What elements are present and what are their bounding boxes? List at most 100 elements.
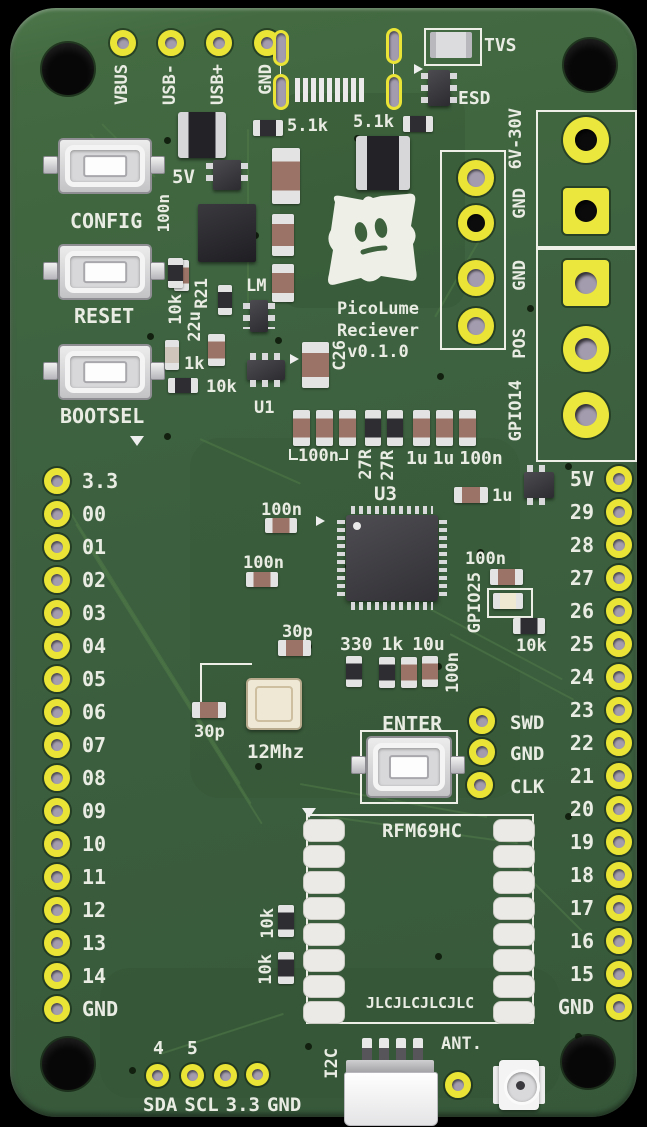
resistor-5k1 — [253, 120, 283, 136]
pin-label: 24 — [569, 664, 594, 689]
c10u-label: 10u — [412, 634, 445, 655]
usb-mount-pad — [386, 28, 402, 64]
c30p-top-cap — [278, 640, 311, 656]
r10k-led-label: 10k — [516, 636, 547, 656]
fab-text: JLCJLCJLCJLC — [365, 994, 475, 1012]
pcb-board: VBUS USB- USB+ GND TVS ESD 5.1k 5.1 — [10, 8, 637, 1126]
c22u — [208, 334, 225, 366]
usb-minus-hole — [157, 30, 184, 56]
pin-label: 03 — [82, 600, 107, 625]
i2c-label: I2C — [322, 1048, 342, 1079]
bootsel-switch — [58, 344, 152, 400]
r10k-label: 10k — [166, 294, 186, 325]
crystal-12mhz — [246, 678, 302, 730]
pin-label: 22 — [569, 730, 594, 755]
v33-label: 3.3 — [225, 1094, 260, 1116]
lm-label: LM — [246, 276, 267, 296]
tvs-outline — [424, 28, 482, 66]
pin-label: 10 — [82, 831, 107, 856]
usb-mount-pad — [273, 74, 289, 110]
lm-chip — [243, 300, 275, 332]
scl-label: SCL — [184, 1094, 219, 1116]
r10k-rfm-a — [278, 905, 294, 937]
gnd1-label: GND — [510, 188, 530, 219]
c22u-label: 22u — [185, 311, 205, 342]
scl-hole — [181, 1064, 204, 1087]
c100n-row-label-wrap: 100n — [289, 446, 348, 466]
c100n-led-label: 100n — [465, 549, 506, 569]
pin-label: 20 — [569, 796, 594, 821]
mascot-icon — [328, 193, 417, 285]
pin4-label: 4 — [153, 1038, 164, 1059]
pin-label: 13 — [82, 930, 107, 955]
led-outline — [487, 588, 533, 618]
u1-label: U1 — [254, 398, 275, 418]
c100n-row-label: 100n — [298, 446, 339, 466]
usb-mount-pad — [273, 30, 289, 66]
inductor — [178, 112, 226, 158]
c1ub-label: 1u — [432, 448, 455, 469]
buck-regulator-ic — [198, 204, 256, 262]
u3-qfp-chip — [337, 506, 447, 610]
pin-label: 12 — [82, 897, 107, 922]
c100na — [265, 518, 297, 533]
pin-label: 26 — [569, 598, 594, 623]
bulk-cap — [272, 148, 300, 204]
config-switch — [58, 138, 152, 194]
clk-hole — [467, 772, 493, 798]
pos-pad — [563, 326, 609, 372]
right-pin-header: 5V 29 28 27 26 25 24 23 22 21 20 19 18 1… — [530, 462, 632, 1023]
row-labels: 1u 1u 100n — [406, 448, 503, 469]
gnd-i2c-hole — [246, 1063, 269, 1086]
pin5-label: 5 — [187, 1038, 198, 1059]
bootsel-label: BOOTSEL — [60, 404, 145, 428]
vin-pad — [563, 117, 609, 163]
esd-label: ESD — [458, 88, 491, 109]
xtal-row-labels: 330 1k 10u — [340, 634, 445, 655]
c30p-left-cap — [192, 702, 226, 718]
r1kb-label: 1k — [381, 634, 404, 655]
gnd-pad-2 — [563, 260, 609, 306]
aux-connector-outline — [440, 150, 506, 350]
c100n-label: 100n — [154, 194, 173, 233]
c1u-cap — [454, 487, 488, 503]
c100nb-label: 100n — [459, 448, 503, 469]
pin-label: 16 — [569, 928, 594, 953]
logo-version: v0.1.0 — [347, 342, 409, 362]
left-pin-header: 3.3 00 01 02 03 04 05 06 07 08 09 10 11 … — [44, 464, 118, 1025]
rfm-pads-left — [304, 820, 344, 1028]
clk-label: CLK — [510, 776, 545, 798]
usb-mount-pad — [386, 74, 402, 110]
pin1-marker — [414, 64, 423, 74]
ufl-connector — [493, 1060, 545, 1110]
esd-chip — [421, 70, 457, 106]
sot-5v — [524, 465, 554, 505]
pin-label: 23 — [569, 697, 594, 722]
pin1-marker — [290, 354, 299, 364]
gpio25-label: GPIO25 — [465, 572, 485, 634]
c10u — [401, 657, 417, 688]
c100na-label: 100n — [261, 500, 302, 520]
config-label: CONFIG — [70, 209, 143, 233]
c100n-xtal-label: 100n — [443, 652, 463, 693]
c26 — [302, 342, 329, 388]
12mhz-label: 12Mhz — [247, 741, 305, 763]
aux-hole — [458, 260, 494, 296]
tvs-diode — [430, 32, 472, 58]
c100n-xtal — [422, 656, 438, 687]
v33-hole — [214, 1064, 237, 1087]
gnd-dbg-label: GND — [510, 743, 545, 765]
logo-title: PicoLume — [337, 299, 419, 319]
pos-label: POS — [510, 328, 530, 359]
pin-label: 09 — [82, 798, 107, 823]
r10k-rfm-a-label: 10k — [258, 908, 278, 939]
ant-label: ANT. — [441, 1034, 482, 1054]
pin-label: 15 — [569, 961, 594, 986]
rfm-pads-right — [494, 820, 534, 1028]
pin-label: 05 — [82, 666, 107, 691]
r10k — [168, 258, 183, 288]
cap — [272, 264, 294, 302]
gpio25-led — [493, 593, 523, 609]
via-dots — [10, 8, 15, 13]
